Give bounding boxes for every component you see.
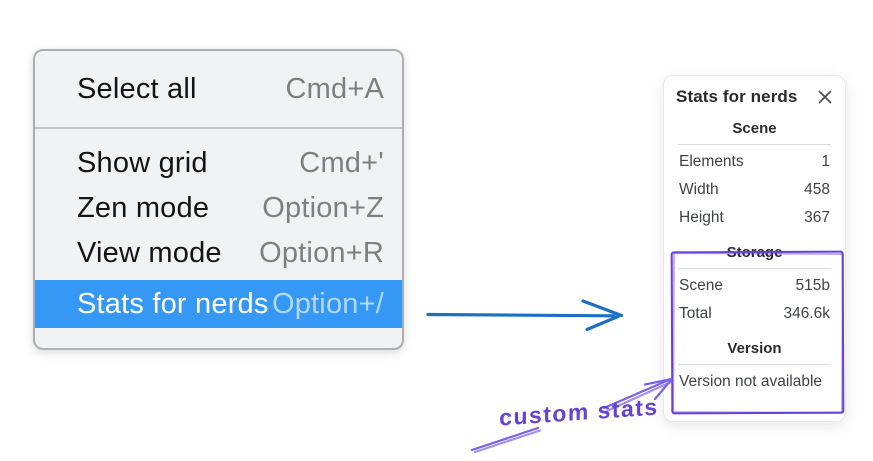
stat-label: Elements — [679, 153, 744, 170]
menu-item-label: Select all — [77, 72, 197, 105]
menu-item-shortcut: Option+Z — [262, 192, 384, 224]
menu-item-stats-for-nerds[interactable]: Stats for nerds Option+/ — [35, 280, 402, 328]
stat-label: Scene — [679, 277, 723, 294]
stat-value: 367 — [804, 209, 830, 226]
stat-label: Total — [679, 305, 712, 322]
stat-label: Height — [679, 209, 724, 226]
section-divider — [678, 268, 831, 269]
stats-panel: Stats for nerds Scene Elements 1 Width 4… — [663, 75, 846, 422]
stat-row-scene-storage: Scene 515b — [676, 272, 833, 300]
menu-section: Show grid Cmd+' Zen mode Option+Z View m… — [35, 129, 402, 328]
menu-item-shortcut: Option+R — [259, 237, 384, 269]
annotation-line — [470, 426, 542, 454]
menu-item-select-all[interactable]: Select all Cmd+A — [35, 51, 402, 127]
version-note: Version not available — [679, 373, 823, 390]
section-divider — [678, 364, 831, 365]
flow-arrow — [426, 299, 624, 332]
stat-value: 458 — [804, 181, 830, 198]
menu-item-shortcut: Cmd+A — [285, 72, 384, 105]
stat-value: 346.6k — [783, 305, 830, 322]
menu-item-show-grid[interactable]: Show grid Cmd+' — [35, 141, 402, 186]
close-icon[interactable] — [817, 89, 833, 105]
stats-panel-title: Stats for nerds — [676, 87, 798, 106]
menu-item-label: View mode — [77, 237, 222, 269]
menu-item-shortcut: Cmd+' — [299, 147, 384, 179]
stat-row-width: Width 458 — [676, 176, 833, 204]
menu-item-view-mode[interactable]: View mode Option+R — [35, 231, 402, 276]
section-heading-version: Version — [727, 340, 782, 357]
stat-row-height: Height 367 — [676, 204, 833, 232]
menu-item-label: Show grid — [77, 147, 208, 179]
section-divider — [678, 144, 831, 145]
stat-value: 1 — [821, 153, 830, 170]
context-menu: Select all Cmd+A Show grid Cmd+' Zen mod… — [33, 49, 404, 350]
stat-row-total-storage: Total 346.6k — [676, 300, 833, 328]
menu-separator — [35, 127, 402, 129]
menu-item-shortcut: Option+/ — [271, 287, 384, 320]
menu-item-label: Stats for nerds — [77, 287, 269, 320]
menu-item-zen-mode[interactable]: Zen mode Option+Z — [35, 186, 402, 231]
stat-value: 515b — [795, 277, 830, 294]
custom-stats-annotation: custom stats — [499, 393, 659, 431]
section-heading-storage: Storage — [726, 244, 783, 261]
stats-panel-header: Stats for nerds — [676, 86, 833, 108]
section-heading-scene: Scene — [732, 120, 777, 137]
stat-row-elements: Elements 1 — [676, 148, 833, 176]
menu-item-label: Zen mode — [77, 192, 210, 224]
stat-label: Width — [679, 181, 719, 198]
